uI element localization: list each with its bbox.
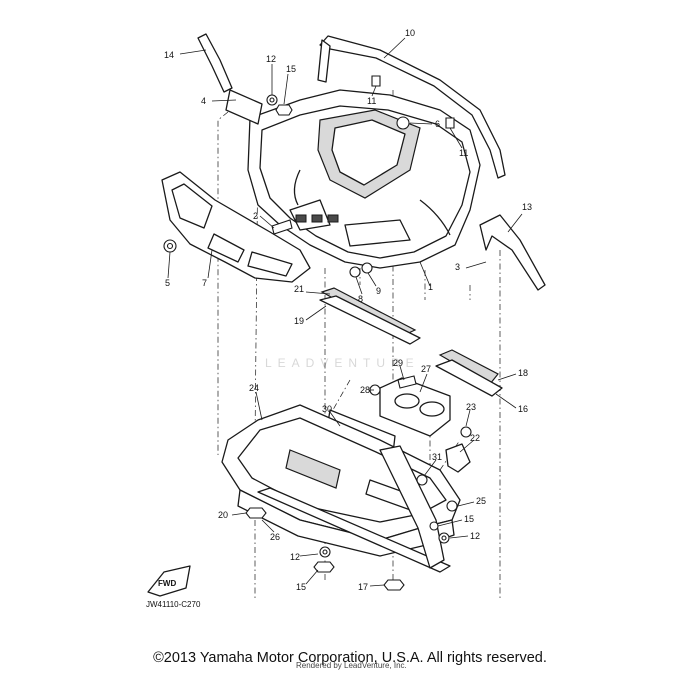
callout-29: 29 <box>393 358 403 368</box>
callout-9: 9 <box>376 286 381 296</box>
callout-labels: 1 2 3 4 5 6 7 8 9 10 11 11 12 12 12 13 1… <box>164 28 532 592</box>
callout-17: 17 <box>358 582 368 592</box>
trim-strip-26 <box>257 487 451 573</box>
callout-15a: 15 <box>286 64 296 74</box>
rail-18-16 <box>435 349 503 397</box>
front-panel <box>161 171 311 283</box>
callout-15b: 15 <box>464 514 474 524</box>
callout-26: 26 <box>270 532 280 542</box>
grab-rail <box>317 35 506 179</box>
callout-6: 6 <box>435 119 440 129</box>
cup-holder <box>379 377 451 437</box>
copyright-notice: ©2013 Yamaha Motor Corporation, U.S.A. A… <box>153 650 547 666</box>
callout-20: 20 <box>218 510 228 520</box>
callout-15c: 15 <box>296 582 306 592</box>
callout-27: 27 <box>421 364 431 374</box>
callout-3: 3 <box>455 262 460 272</box>
callout-12c: 12 <box>470 531 480 541</box>
callout-18: 18 <box>518 368 528 378</box>
callout-13: 13 <box>522 202 532 212</box>
callout-16: 16 <box>518 404 528 414</box>
callout-22: 22 <box>470 433 480 443</box>
callout-28: 28 <box>360 385 370 395</box>
callout-31: 31 <box>432 452 442 462</box>
callout-25: 25 <box>476 496 486 506</box>
callout-12b: 12 <box>290 552 300 562</box>
callout-14: 14 <box>164 50 174 60</box>
callout-10: 10 <box>405 28 415 38</box>
callout-23: 23 <box>466 402 476 412</box>
callout-4: 4 <box>201 96 206 106</box>
callout-21: 21 <box>294 284 304 294</box>
watermark-text: LEADVENTURE <box>265 356 420 370</box>
callout-1: 1 <box>428 282 433 292</box>
leader-lines <box>167 37 523 587</box>
callout-7: 7 <box>202 278 207 288</box>
callout-2: 2 <box>253 211 258 221</box>
fwd-label: FWD <box>158 579 176 588</box>
upper-cowling <box>247 89 481 269</box>
callout-5: 5 <box>165 278 170 288</box>
drawing-code: JW41110-C270 <box>146 600 201 609</box>
side-trim-right <box>379 445 445 569</box>
callout-8: 8 <box>358 294 363 304</box>
callout-11a: 11 <box>367 96 376 106</box>
rail-21-19 <box>319 287 421 345</box>
hardware <box>163 75 472 591</box>
bracket-22 <box>445 443 471 473</box>
callout-12a: 12 <box>266 54 276 64</box>
side-bracket-right <box>479 214 546 291</box>
fwd-arrow-icon: FWD <box>147 565 191 597</box>
callout-19: 19 <box>294 316 304 326</box>
side-bracket-left <box>197 33 263 125</box>
watermark-credit: Rendered by LeadVenture, Inc. <box>296 661 407 670</box>
callout-30: 30 <box>322 404 332 414</box>
callout-24: 24 <box>249 383 259 393</box>
callout-11b: 11 <box>459 148 468 158</box>
